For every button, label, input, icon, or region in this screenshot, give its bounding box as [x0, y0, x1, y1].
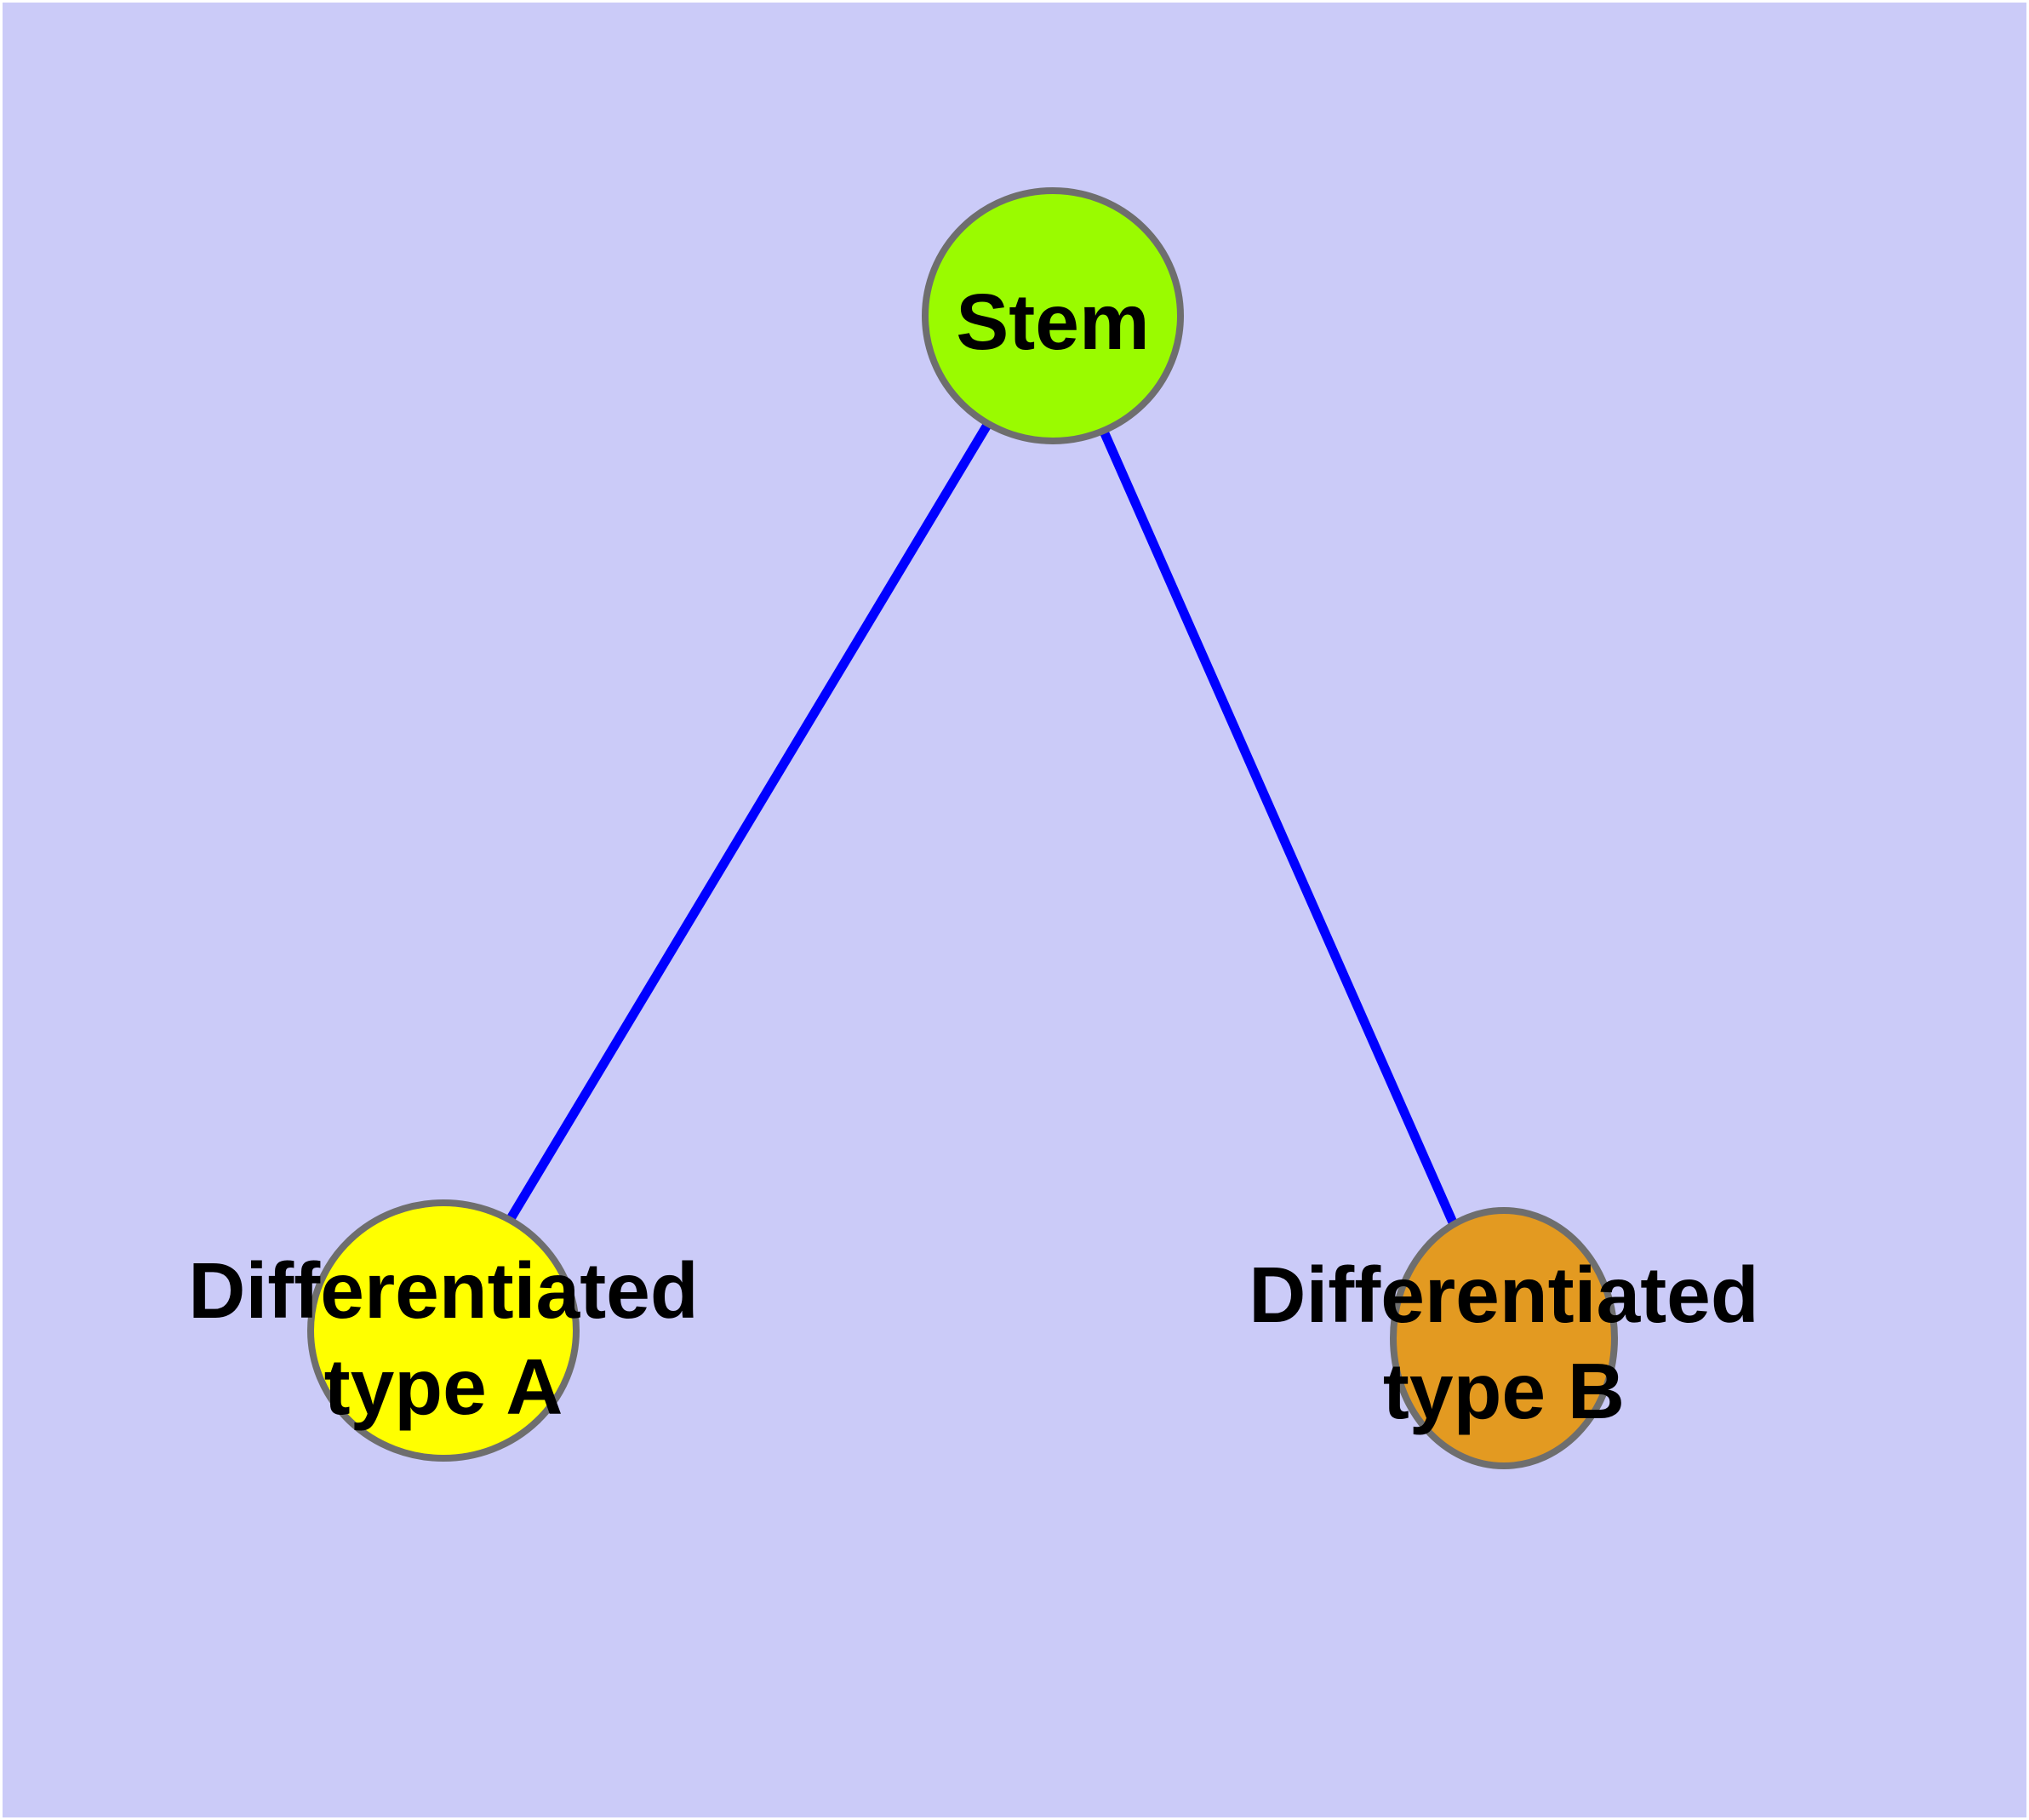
node-type-a-label-line1: Differentiated [188, 1246, 698, 1335]
node-type-b-label-line1: Differentiated [1249, 1251, 1758, 1339]
node-differentiated-type-b [1390, 1207, 1618, 1469]
node-type-b-label-line2: type B [1383, 1347, 1625, 1435]
edge-stem-to-type-a [439, 313, 1057, 1333]
node-type-a-label-line2: type A [324, 1342, 563, 1431]
edge-stem-to-type-b [1048, 313, 1509, 1341]
node-stem-label: Stem [956, 278, 1149, 366]
node-stem [922, 187, 1184, 444]
node-differentiated-type-a [307, 1199, 580, 1462]
